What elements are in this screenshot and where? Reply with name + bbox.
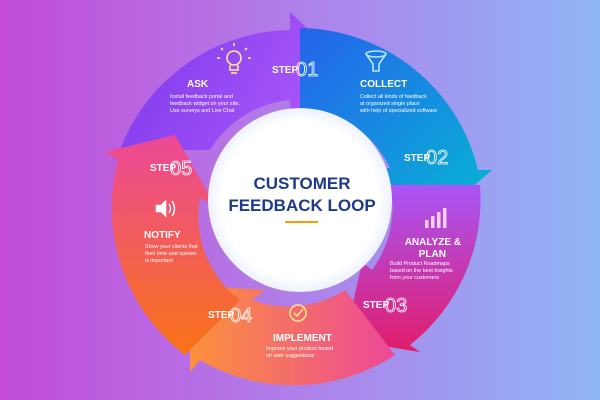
step-title-analyze-2: PLAN [419,249,446,260]
segment-step-01 [120,12,340,150]
desc-implement-2: on user suggestions [266,353,315,359]
segment-step-04 [190,285,395,386]
step-label-02: STEP 02 [404,147,449,170]
step-label-05: STEP 05 [150,158,193,181]
desc-collect-2: at organized single place [360,101,420,107]
title-line-2: FEEDBACK LOOP [228,196,375,215]
step-label-03: STEP 03 [363,295,408,318]
step-word-02: STEP [404,153,430,164]
step-word-03: STEP [363,300,389,311]
desc-analyze-1: Build Product Roadmaps [390,261,450,267]
step-number-02: 02 [426,147,448,169]
desc-analyze-3: from your customers [390,275,439,281]
step-title-collect: COLLECT [360,79,407,90]
desc-collect-1: Collect all kinds of feedback [360,94,427,100]
segment-step-05 [105,135,240,355]
step-title-implement: IMPLEMENT [273,333,332,344]
step-title-notify: NOTIFY [144,230,181,241]
step-number-01: 01 [296,59,318,81]
step-labels: STEP 01 STEP 02 STEP 03 STEP 04 STEP 05 [150,59,449,328]
check-circle-icon [289,304,307,322]
desc-notify-1: Show your clients that [145,244,198,250]
step-title-ask: ASK [187,79,209,90]
bar-chart-icon [425,208,447,228]
segment-step-03 [345,185,481,352]
step-number-03: 03 [385,295,407,317]
desc-ask-1: Install feedback portal and [170,94,233,100]
step-titles: ASK COLLECT ANALYZE & PLAN IMPLEMENT NOT… [144,79,461,344]
center-title: CUSTOMER FEEDBACK LOOP [228,174,376,223]
ring-segments [105,12,492,386]
desc-ask-3: Use surveys and Live Chat [170,108,235,114]
desc-notify-3: is important [145,258,173,264]
step-label-04: STEP 04 [208,305,253,328]
step-number-05: 05 [170,158,192,180]
desc-implement-1: Improve your product based [266,346,333,352]
desc-collect-3: with help of specialized software [359,108,437,114]
desc-ask-2: feedback widget on your site, [170,101,240,107]
step-descriptions: Install feedback portal and feedback wid… [145,94,453,359]
speaker-icon [155,199,176,218]
center-disc [208,108,392,292]
step-word-04: STEP [208,310,234,321]
funnel-icon [365,50,387,72]
step-title-analyze-1: ANALYZE & [405,237,461,248]
lightbulb-icon [217,43,251,74]
step-word-05: STEP [150,163,176,174]
desc-notify-2: their time and opinion [145,251,197,257]
step-label-01: STEP 01 [272,59,319,82]
title-line-1: CUSTOMER [254,174,351,193]
segment-step-02 [300,28,492,215]
desc-analyze-2: based on the best insights [390,268,453,274]
step-word-01: STEP [272,65,298,76]
step-number-04: 04 [230,305,252,327]
